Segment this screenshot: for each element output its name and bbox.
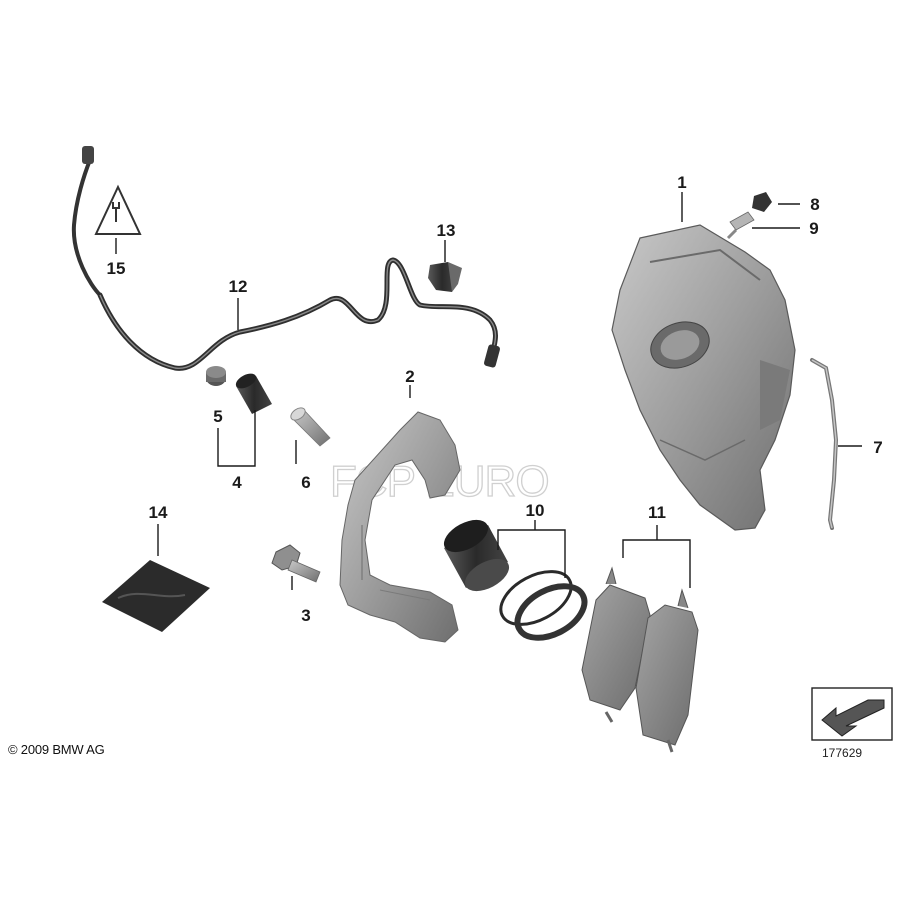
callout-labels: 1 2 3 4 5 6 7 8 9 10 11 12 13 14 15: [107, 173, 883, 625]
callout-8: 8: [810, 195, 819, 214]
callout-13: 13: [437, 221, 456, 240]
part-7-spring-clip: [810, 358, 839, 530]
leader-lines: [115, 192, 862, 590]
callout-9: 9: [809, 219, 818, 238]
part-8-cap: [752, 192, 772, 212]
part-14-grease-pack: [102, 560, 210, 632]
warning-triangle-icon: [94, 184, 142, 235]
part-12-brake-line: [97, 257, 500, 371]
part-2-caliper-carrier: [339, 411, 461, 643]
part-4-sleeve: [235, 373, 272, 414]
callout-12: 12: [229, 277, 248, 296]
callout-7: 7: [873, 438, 882, 457]
part-3-bolt: [271, 544, 321, 583]
part-13-clip: [428, 262, 462, 292]
part-1-caliper-housing: [611, 224, 796, 531]
part-15-wear-sensor: [71, 146, 142, 297]
callout-14: 14: [149, 503, 168, 522]
callout-2: 2: [405, 367, 414, 386]
orientation-symbol: [811, 687, 893, 741]
direction-arrow-icon: [821, 699, 885, 737]
part-11-brake-pads: [581, 566, 699, 753]
callout-10: 10: [526, 501, 545, 520]
callout-3: 3: [301, 606, 310, 625]
callout-5: 5: [213, 407, 222, 426]
part-9-bleeder-screw: [726, 211, 755, 240]
callout-4: 4: [232, 473, 242, 492]
diagram-id: 177629: [822, 746, 863, 760]
callout-6: 6: [301, 473, 310, 492]
callout-15: 15: [107, 259, 126, 278]
part-6-guide-pin: [290, 407, 331, 447]
copyright-text: © 2009 BMW AG: [8, 742, 105, 757]
callout-11: 11: [648, 503, 666, 522]
callout-1: 1: [677, 173, 686, 192]
part-5-bushing: [206, 366, 226, 386]
part-10-piston: [443, 519, 588, 641]
